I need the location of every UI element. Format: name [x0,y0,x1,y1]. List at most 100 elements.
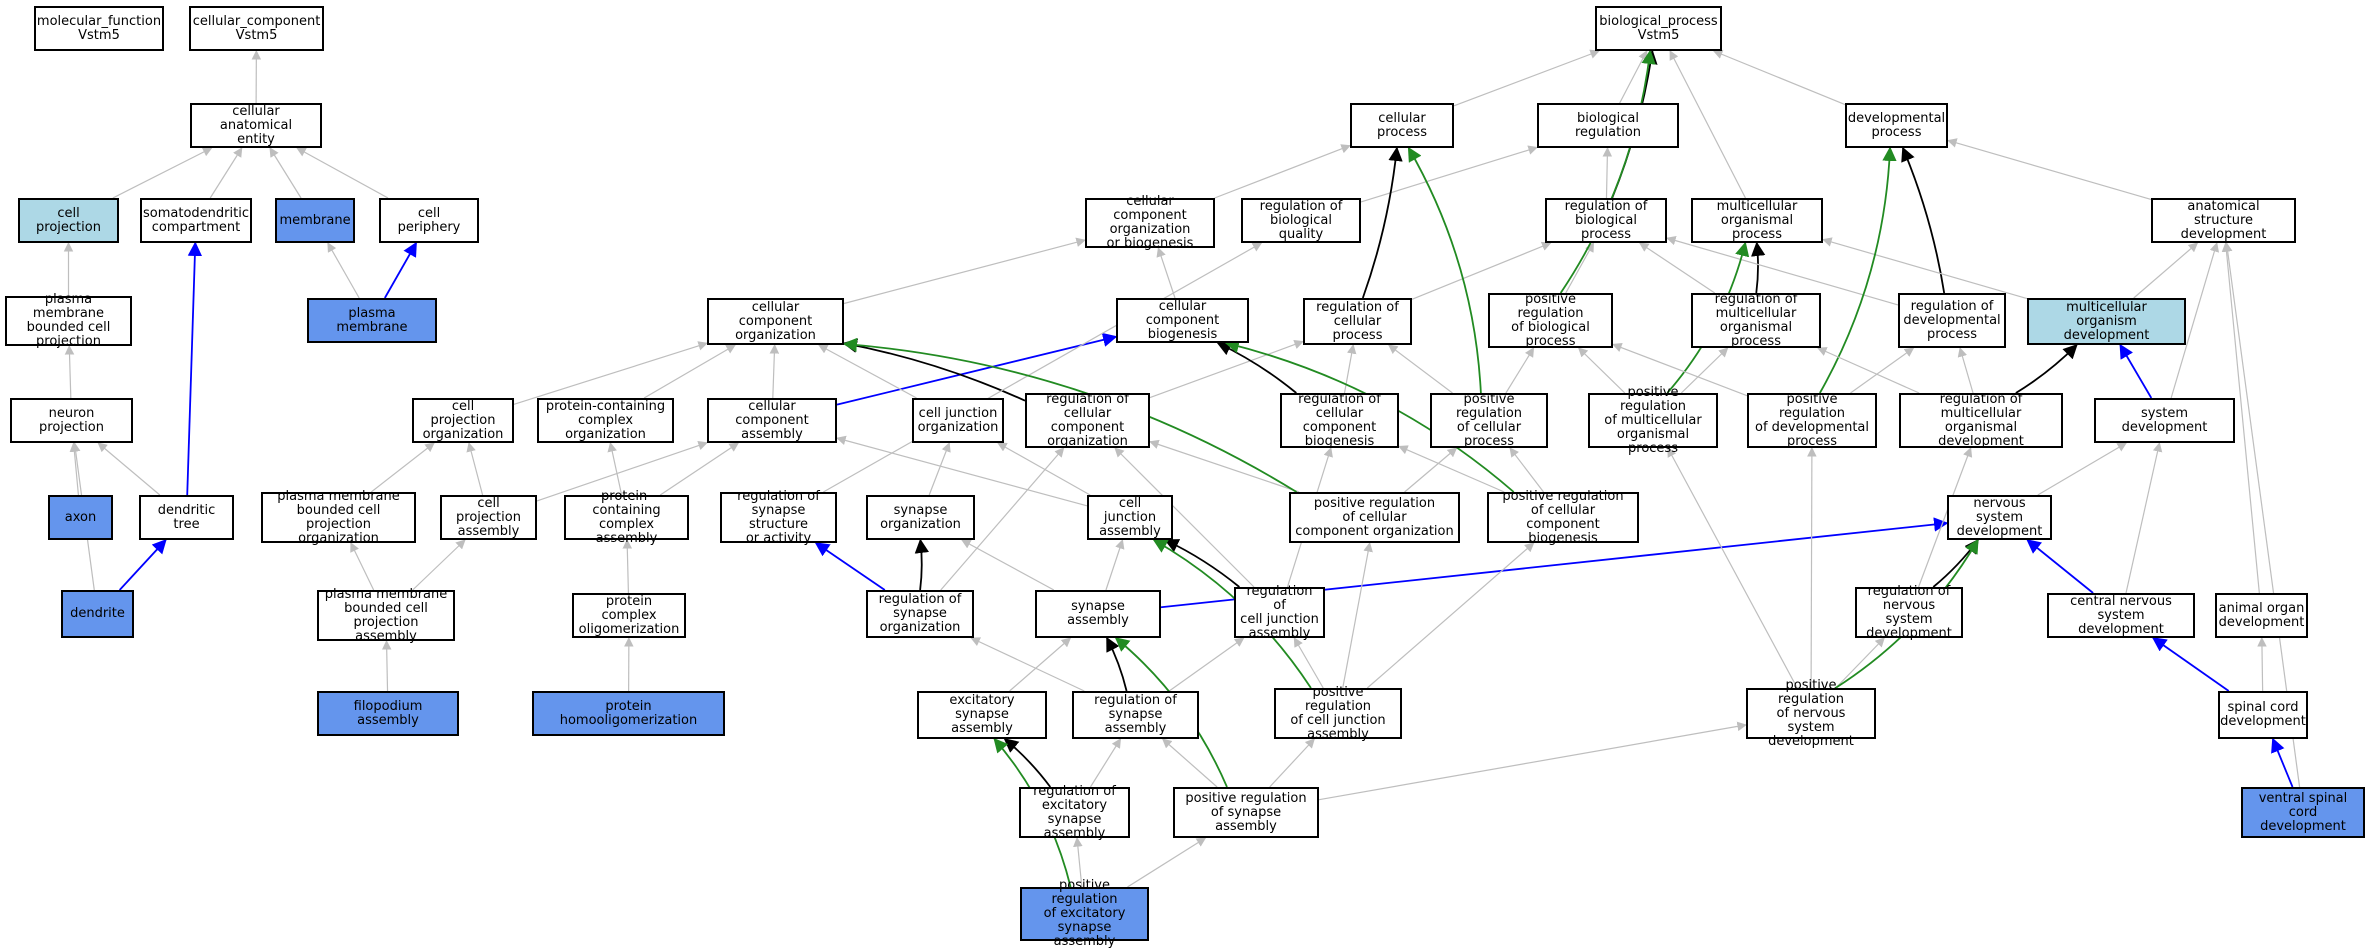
go-term-node-pm[interactable]: plasma membrane [307,298,437,343]
go-term-node-cporg[interactable]: cell projection organization [412,398,514,443]
edge-somato-to-cae [210,148,242,198]
go-term-node-regmop[interactable]: regulation of multicellular organismal p… [1691,293,1821,348]
edge-regbp-to-bioreg [1606,148,1607,198]
go-term-node-regbp[interactable]: regulation of biological process [1545,198,1667,243]
go-term-node-posregexsa[interactable]: positive regulation of excitatory synaps… [1020,887,1149,941]
go-term-node-posregmop[interactable]: positive regulation of multicellular org… [1588,393,1718,448]
go-term-label: cellular component organization [713,301,838,343]
go-term-label: axon [65,511,96,525]
go-term-node-regexsa[interactable]: regulation of excitatory synapse assembl… [1019,787,1130,838]
go-term-node-cellproc[interactable]: cellular process [1350,103,1454,148]
go-term-node-regcp[interactable]: regulation of cellular process [1303,298,1412,345]
go-term-node-cpa[interactable]: cell projection assembly [440,495,537,540]
go-term-label: membrane [279,214,350,228]
go-term-node-posregcp[interactable]: positive regulation of cellular process [1430,393,1548,448]
go-term-node-somato[interactable]: somatodendritic compartment [140,198,252,243]
go-term-node-cco[interactable]: cellular component organization [707,298,844,345]
go-term-node-posregccb[interactable]: positive regulation of cellular componen… [1487,492,1639,543]
go-term-node-vscd[interactable]: ventral spinal cord development [2241,787,2365,838]
go-term-node-axon[interactable]: axon [48,495,113,540]
edge-pcca-to-pcco [610,443,621,495]
go-term-label: regulation of biological quality [1247,200,1355,242]
go-term-label: plasma membrane [313,307,431,335]
edge-dendrite-to-dtree [120,540,166,590]
go-term-node-filo[interactable]: filopodium assembly [317,691,459,736]
go-term-node-regso[interactable]: regulation of synapse organization [866,590,974,638]
go-term-node-regdev[interactable]: regulation of developmental process [1898,293,2006,348]
go-term-node-regsso[interactable]: regulation of synapse structure or activ… [720,492,837,543]
go-term-node-posregcco[interactable]: positive regulation of cellular componen… [1289,492,1460,543]
go-term-node-exsa[interactable]: excitatory synapse assembly [917,691,1047,739]
go-term-node-cja[interactable]: cell junction assembly [1087,495,1173,540]
edge-sysdev-to-mod [2120,345,2151,398]
go-term-node-ccb[interactable]: cellular component biogenesis [1116,298,1249,343]
go-term-label: cell projection assembly [446,497,531,539]
go-term-node-regsa[interactable]: regulation of synapse assembly [1072,691,1199,739]
go-term-node-membrane[interactable]: membrane [275,198,355,243]
go-term-node-periph[interactable]: cell periphery [379,198,479,243]
go-term-node-sysdev[interactable]: system development [2094,398,2235,443]
go-term-node-synorg[interactable]: synapse organization [866,495,975,540]
edge-mod-to-asd [2134,243,2198,298]
edge-regmod-to-mod [2016,345,2077,393]
go-term-node-aod[interactable]: animal organ development [2215,593,2308,638]
edge-posregcp-to-regcp [1389,345,1453,393]
go-term-node-cc[interactable]: cellular_component Vstm5 [189,6,324,51]
go-term-node-bioreg[interactable]: biological regulation [1537,103,1679,148]
go-term-node-pmbcp[interactable]: plasma membrane bounded cell projection [5,296,132,346]
go-term-node-neuproj[interactable]: neuron projection [10,398,133,443]
go-term-node-regmod[interactable]: regulation of multicellular organismal d… [1899,393,2063,448]
go-term-node-ccob[interactable]: cellular component organization or bioge… [1085,198,1215,248]
go-term-node-pco[interactable]: protein complex oligomerization [572,593,686,638]
go-term-node-posregcja[interactable]: positive regulation of cell junction ass… [1274,688,1402,739]
go-term-label: synapse organization [872,504,969,532]
go-term-node-posregbp[interactable]: positive regulation of biological proces… [1488,293,1613,348]
go-term-node-cae[interactable]: cellular anatomical entity [190,103,322,148]
go-term-label: dendrite [70,607,125,621]
go-term-node-dendrite[interactable]: dendrite [61,590,134,638]
go-term-node-nsd[interactable]: nervous system development [1947,495,2052,540]
go-term-node-regcco[interactable]: regulation of cellular component organiz… [1025,393,1150,448]
go-term-label: protein-containing complex organization [543,400,668,442]
go-term-node-pcco[interactable]: protein-containing complex organization [537,398,674,443]
go-term-node-posregnsd[interactable]: positive regulation of nervous system de… [1746,688,1876,739]
go-term-node-asd[interactable]: anatomical structure development [2151,198,2296,243]
go-term-node-cca[interactable]: cellular component assembly [707,398,837,443]
go-term-node-pmbcpa[interactable]: plasma membrane bounded cell projection … [317,590,455,641]
edge-synorg-to-cjo [929,443,949,495]
go-term-label: positive regulation of multicellular org… [1594,386,1712,456]
go-term-node-posregdev[interactable]: positive regulation of developmental pro… [1747,393,1877,448]
go-term-node-mop[interactable]: multicellular organismal process [1691,198,1823,243]
go-term-label: regulation of synapse organization [872,593,968,635]
go-term-node-pmbcpo[interactable]: plasma membrane bounded cell projection … [261,492,416,543]
go-term-node-regnsd[interactable]: regulation of nervous system development [1855,587,1963,638]
go-term-node-cjo[interactable]: cell junction organization [912,398,1004,443]
go-term-node-dtree[interactable]: dendritic tree [139,495,234,540]
go-term-node-regcja[interactable]: regulation of cell junction assembly [1234,587,1325,638]
go-term-node-regbq[interactable]: regulation of biological quality [1241,198,1361,243]
go-term-node-cnsd[interactable]: central nervous system development [2047,593,2195,638]
edge-regmop-to-regbp [1640,243,1715,293]
edges-layer [69,51,2300,887]
go-term-node-posregsa[interactable]: positive regulation of synapse assembly [1173,787,1319,838]
edge-dtree-to-neuproj [98,443,160,495]
edge-posregcja-to-posregcco [1343,543,1370,688]
edge-cnsd-to-sysdev [2126,443,2159,593]
go-term-node-scd[interactable]: spinal cord development [2218,691,2308,739]
go-term-label: synapse assembly [1041,600,1155,628]
go-term-node-bp[interactable]: biological_process Vstm5 [1595,6,1722,51]
go-term-node-protho[interactable]: protein homooligomerization [532,691,725,736]
go-term-node-devproc[interactable]: developmental process [1845,103,1948,148]
edge-cja-to-cjo [998,443,1090,495]
go-term-label: regulation of multicellular organismal d… [1905,393,2057,449]
go-term-node-pcca[interactable]: protein-containing complex assembly [564,495,689,540]
go-term-node-cellproj[interactable]: cell projection [18,198,119,243]
edge-filo-to-pmbcpa [387,641,388,691]
edge-regmod-to-regdev [1960,348,1973,393]
go-term-node-mod[interactable]: multicellular organism development [2027,298,2186,345]
go-term-node-regccb[interactable]: regulation of cellular component biogene… [1280,393,1399,448]
go-term-node-mf[interactable]: molecular_function Vstm5 [34,6,164,51]
edge-ccb-to-ccob [1158,248,1175,298]
edge-pm-to-membrane [328,243,359,298]
go-term-node-syna[interactable]: synapse assembly [1035,590,1161,638]
